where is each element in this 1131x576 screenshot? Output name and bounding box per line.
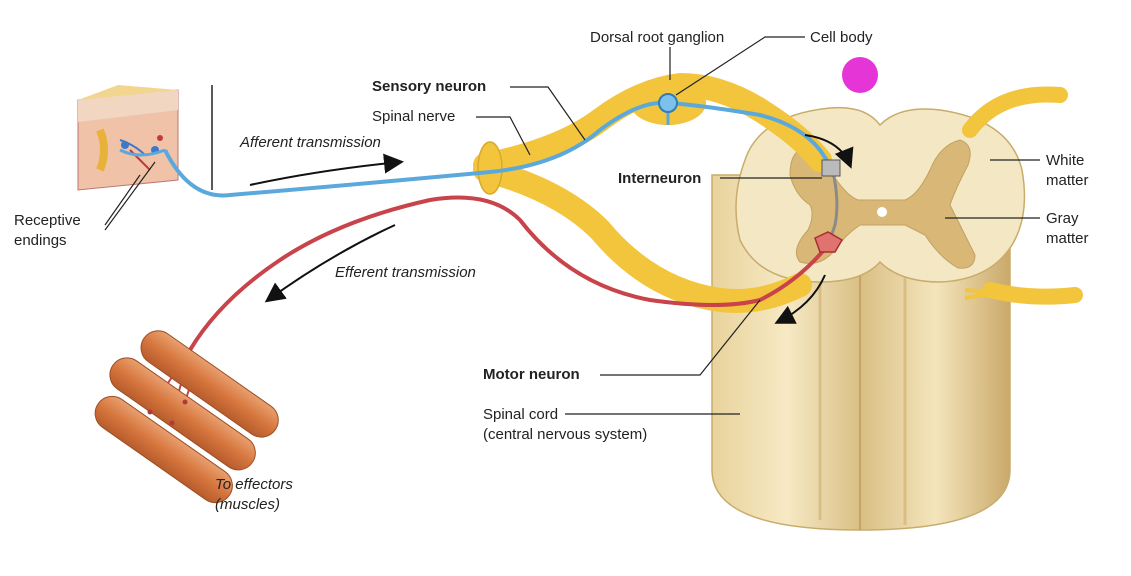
leader-lines: [104, 36, 1040, 415]
label-cell-body: Cell body: [810, 29, 873, 46]
right-spinal-nerves: [962, 86, 1083, 305]
label-efferent-transmission: Efferent transmission: [335, 264, 476, 281]
label-to-effectors-1: To effectors: [215, 476, 293, 493]
skin-block: [77, 85, 179, 191]
label-interneuron: Interneuron: [618, 170, 702, 187]
afferent-arrow: [249, 153, 404, 186]
label-spinal-nerve: Spinal nerve: [372, 108, 456, 125]
motor-exit-arrow: [774, 274, 826, 324]
label-afferent-transmission: Afferent transmission: [240, 134, 381, 151]
efferent-arrow: [264, 224, 396, 303]
label-spinal-cord-2: (central nervous system): [483, 426, 648, 443]
label-spinal-cord-1: Spinal cord: [483, 406, 559, 423]
label-receptive-endings-1: Receptive: [14, 212, 81, 229]
sensory-neuron: [119, 93, 832, 198]
marker-dot: [842, 57, 878, 93]
label-receptive-endings-2: endings: [14, 232, 67, 249]
label-white-matter-1: White: [1046, 152, 1085, 169]
label-to-effectors-2: (muscles): [215, 496, 281, 513]
label-white-matter-2: matter: [1046, 172, 1089, 189]
muscle-bundle: [94, 330, 279, 504]
motor-cell-body: [814, 231, 844, 253]
label-gray-matter-2: matter: [1046, 230, 1089, 247]
spinal-cord: [711, 106, 1026, 531]
label-gray-matter-1: Gray: [1046, 210, 1079, 227]
sensory-cell-body: [658, 93, 678, 113]
label-sensory-neuron: Sensory neuron: [372, 78, 487, 95]
sensory-entry-arrow: [804, 134, 854, 169]
central-canal: [877, 207, 887, 217]
label-motor-neuron: Motor neuron: [483, 366, 580, 383]
label-dorsal-root-ganglion: Dorsal root ganglion: [590, 29, 725, 46]
